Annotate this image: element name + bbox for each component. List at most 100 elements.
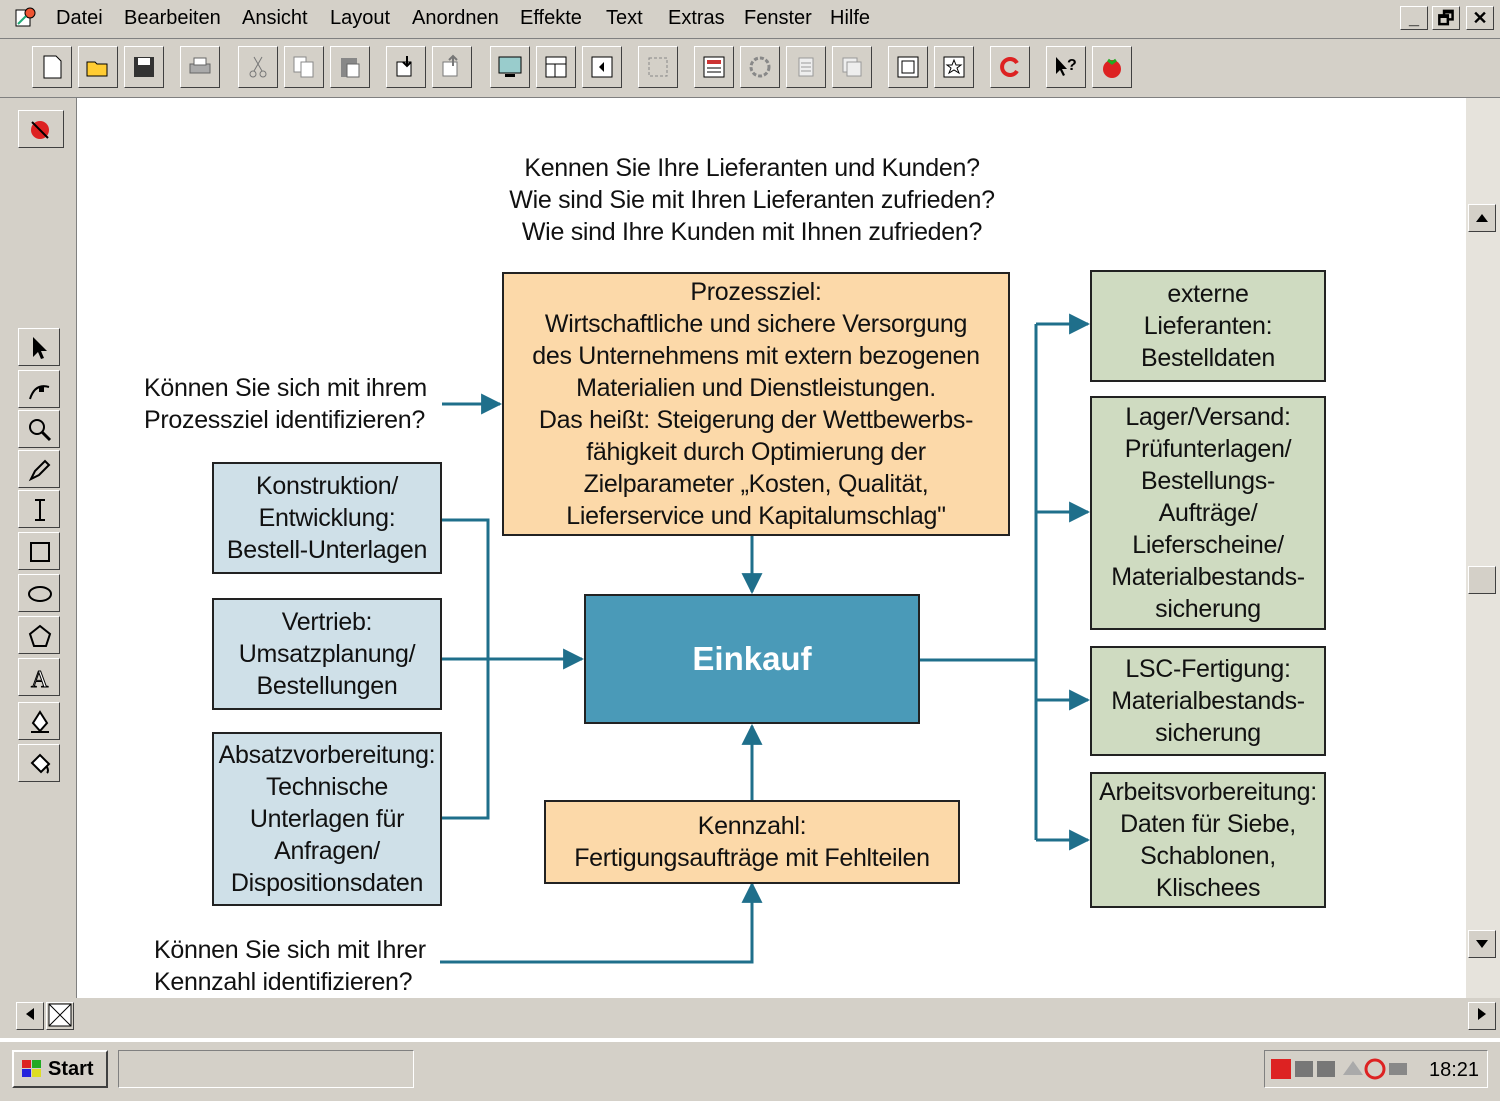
paste-button[interactable] — [330, 46, 370, 88]
output-line: LSC-Fertigung: — [1125, 655, 1291, 683]
input-line: Technische — [265, 773, 389, 801]
x-swatch-icon — [48, 1003, 72, 1027]
scroll-up-button[interactable] — [1468, 204, 1496, 232]
paint-bucket-icon — [30, 753, 51, 774]
output-line: Aufträge/ — [1158, 499, 1258, 527]
menu-layout[interactable]: Layout — [330, 7, 391, 29]
frame-button[interactable] — [888, 46, 928, 88]
menu-fenster[interactable]: Fenster — [744, 7, 812, 29]
output-line: Lager/Versand: — [1125, 403, 1291, 431]
zoom-tool[interactable] — [18, 410, 60, 448]
input-line: Konstruktion/ — [255, 472, 398, 500]
open-button[interactable] — [78, 46, 118, 88]
toolbar: ? — [0, 39, 1500, 98]
corel-tomato-button[interactable] — [1092, 46, 1132, 88]
app-icon[interactable] — [14, 6, 38, 30]
export-button[interactable] — [432, 46, 472, 88]
display-tray-icon[interactable] — [1317, 1061, 1335, 1077]
center-label: Einkauf — [692, 640, 812, 677]
tray-icons — [1271, 1058, 1407, 1080]
no-fill-swatch[interactable] — [46, 1002, 74, 1030]
output-line: Bestelldaten — [1141, 344, 1275, 372]
cut-button[interactable] — [238, 46, 278, 88]
monitor-tray-icon[interactable] — [1295, 1061, 1313, 1077]
import-icon — [396, 56, 412, 77]
scroll-thumb[interactable] — [1468, 566, 1496, 594]
new-document-button[interactable] — [32, 46, 72, 88]
copy-button[interactable] — [284, 46, 324, 88]
scroll-right-button[interactable] — [1468, 1002, 1496, 1030]
input-box-sales: Vertrieb: Umsatzplanung/ Bestellungen — [212, 598, 442, 710]
close-button[interactable]: ✕ — [1466, 6, 1494, 30]
svg-text:A: A — [31, 667, 49, 691]
restore-button[interactable]: 🗗 — [1432, 6, 1460, 30]
properties-button[interactable] — [694, 46, 734, 88]
start-label: Start — [48, 1058, 94, 1080]
svg-text:?: ? — [1067, 57, 1077, 74]
whats-this-button[interactable]: ? — [1046, 46, 1086, 88]
menu-effekte[interactable]: Effekte — [520, 7, 582, 29]
menu-extras[interactable]: Extras — [668, 7, 725, 29]
start-button[interactable]: Start — [12, 1050, 108, 1088]
kpi-line: Fertigungsaufträge mit Fehlteilen — [574, 844, 930, 872]
freehand-tool[interactable] — [18, 450, 60, 488]
scroll-down-button[interactable] — [1468, 930, 1496, 958]
import-button[interactable] — [386, 46, 426, 88]
save-button[interactable] — [124, 46, 164, 88]
input-box-sales-prep: Absatzvorbereitung: Technische Unterlage… — [212, 732, 442, 906]
dimension-tool[interactable] — [18, 490, 60, 528]
corel-tray-icon[interactable] — [1271, 1059, 1291, 1079]
shape-tool[interactable] — [18, 370, 60, 408]
shape-button[interactable] — [740, 46, 780, 88]
goal-line: Wirtschaftliche und sichere Versorgung — [544, 310, 968, 338]
output-line: Lieferscheine/ — [1132, 531, 1284, 559]
dimension-icon — [35, 499, 45, 521]
menu-hilfe[interactable]: Hilfe — [830, 7, 871, 29]
rectangle-tool[interactable] — [18, 532, 60, 570]
input-line: Umsatzplanung/ — [238, 640, 416, 668]
menu-ansicht[interactable]: Ansicht — [242, 7, 308, 29]
kpi-question-line: Können Sie sich mit Ihrer — [154, 936, 426, 964]
minimize-button[interactable]: _ — [1400, 6, 1428, 30]
inputs-bracket-line — [440, 518, 490, 820]
blocked-tray-icon[interactable] — [1364, 1058, 1386, 1080]
triangle-down-icon — [1476, 940, 1488, 948]
ellipse-tool[interactable] — [18, 574, 60, 612]
print-button[interactable] — [180, 46, 220, 88]
taskbar-slot[interactable] — [118, 1050, 414, 1088]
clipart-button[interactable] — [934, 46, 974, 88]
taskbar: Start 18:21 — [0, 1040, 1500, 1101]
output-box-suppliers: externe Lieferanten: Bestelldaten — [1090, 270, 1326, 382]
layers-button[interactable] — [832, 46, 872, 88]
page-layout-button[interactable] — [536, 46, 576, 88]
menu-bearbeiten[interactable]: Bearbeiten — [124, 7, 221, 29]
export-icon — [442, 54, 458, 77]
menu-text[interactable]: Text — [606, 7, 643, 29]
selection-button[interactable] — [638, 46, 678, 88]
scroll-left-button[interactable] — [16, 1002, 44, 1030]
output-line: Materialbestands- — [1111, 563, 1305, 591]
scheduler-tray-icon[interactable] — [1343, 1061, 1363, 1075]
input-line: Bestellungen — [256, 672, 398, 700]
text-tool[interactable]: A — [18, 658, 60, 696]
menu-bar: Datei Bearbeiten Ansicht Layout Anordnen… — [0, 0, 1500, 39]
printer-tray-icon[interactable] — [1389, 1063, 1407, 1075]
stack-button[interactable] — [786, 46, 826, 88]
polygon-tool[interactable] — [18, 616, 60, 654]
application-launcher-button[interactable] — [490, 46, 530, 88]
output-line: Lieferanten: — [1143, 312, 1273, 340]
menu-anordnen[interactable]: Anordnen — [412, 7, 499, 29]
menu-datei[interactable]: Datei — [56, 7, 103, 29]
outline-tool[interactable] — [18, 702, 60, 740]
pick-tool[interactable] — [18, 328, 60, 366]
toolbox-header-button[interactable] — [18, 110, 64, 148]
scissors-icon — [249, 56, 267, 78]
windows-logo-icon — [22, 1060, 41, 1077]
floppy-icon — [134, 57, 154, 77]
kpi-question-arrow — [440, 881, 763, 964]
output-box-warehouse: Lager/Versand: Prüfunterlagen/ Bestellun… — [1090, 396, 1326, 630]
horizontal-scrollbar[interactable] — [0, 998, 1500, 1038]
fill-tool[interactable] — [18, 744, 60, 782]
corel-tutor-button[interactable] — [990, 46, 1030, 88]
view-button[interactable] — [582, 46, 622, 88]
